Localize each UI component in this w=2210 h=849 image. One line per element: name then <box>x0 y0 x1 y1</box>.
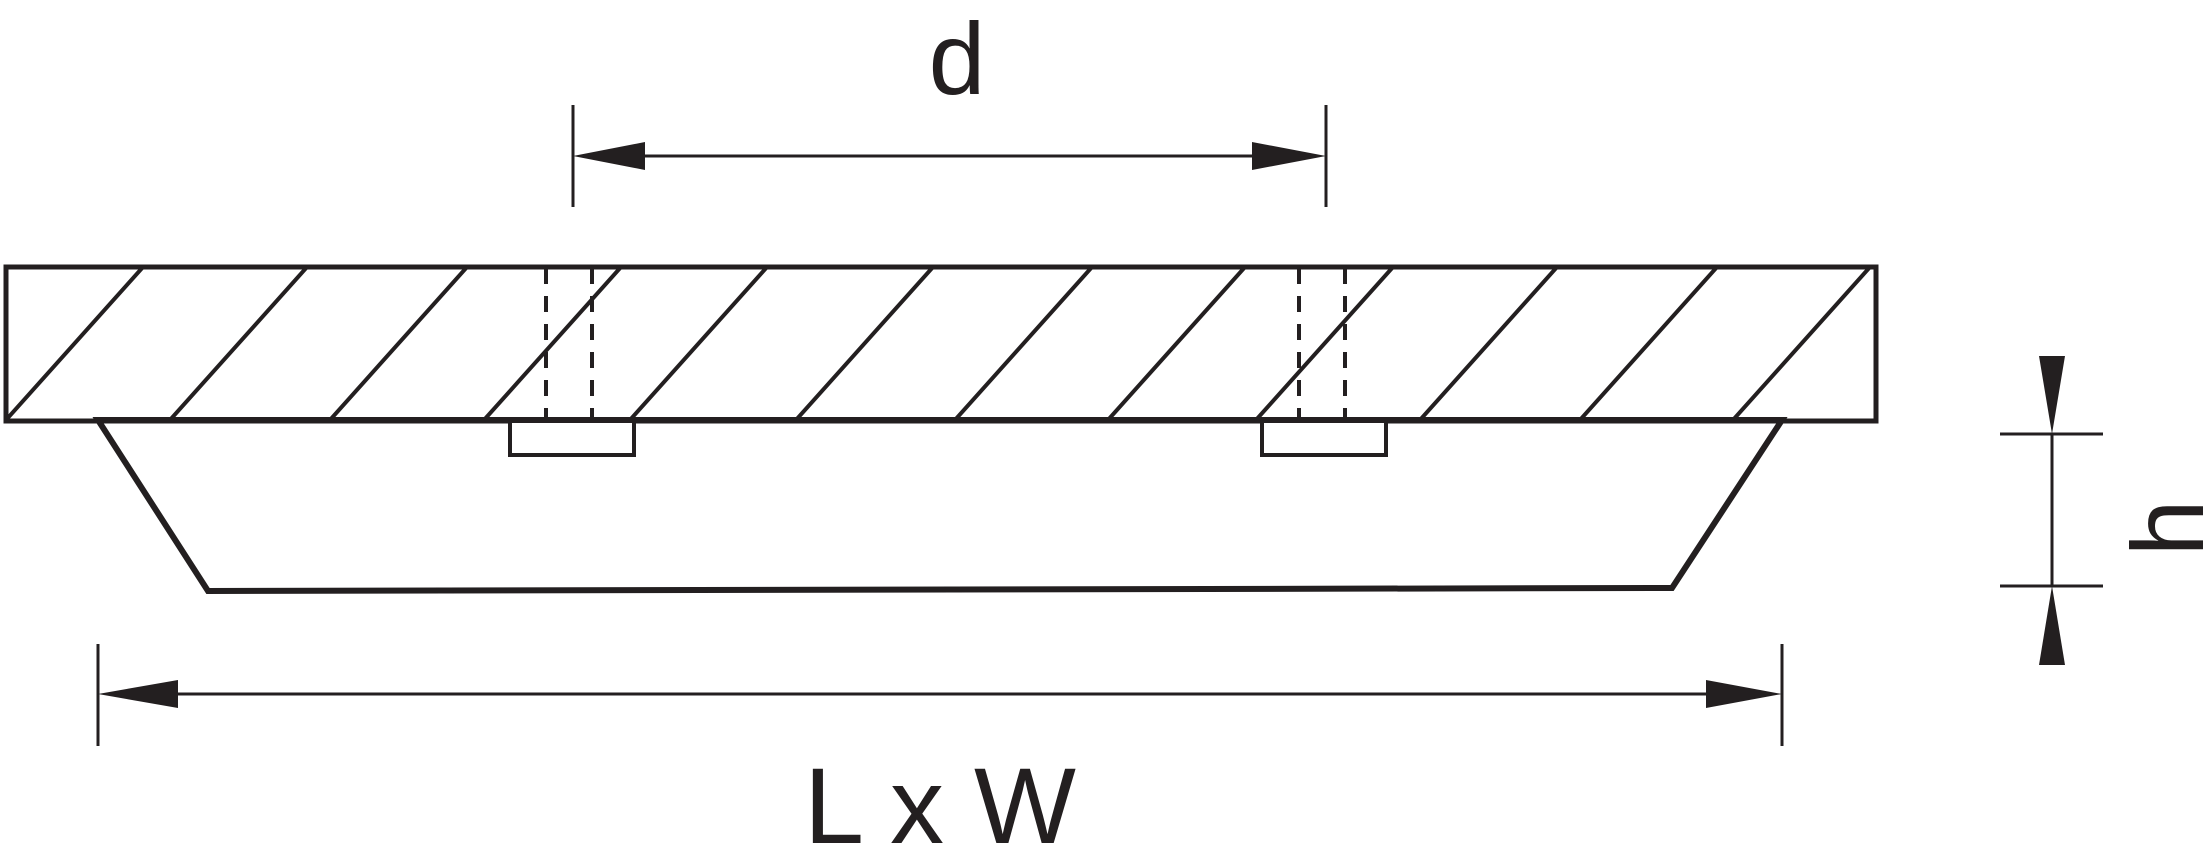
arrowhead-right <box>1252 142 1326 170</box>
diffuser-body <box>92 417 1788 595</box>
dimension-length-label: L x W <box>804 745 1076 849</box>
right-tab <box>1260 418 1388 457</box>
dimension-length <box>96 644 1784 746</box>
dimension-d <box>571 105 1328 207</box>
arrowhead-left <box>98 680 178 708</box>
fixing-holes <box>544 268 1347 420</box>
dimension-h-label: h <box>2111 500 2210 557</box>
mounting-tabs <box>508 418 1388 457</box>
arrowhead-left <box>573 142 645 170</box>
dimension-h <box>2000 356 2103 665</box>
mounting-plate <box>3 264 1879 424</box>
arrowhead-top <box>2039 356 2065 434</box>
arrowhead-right <box>1706 680 1782 708</box>
hatch-lines <box>6 267 1872 421</box>
arrowhead-bottom <box>2039 586 2065 665</box>
dimension-d-label: d <box>929 2 986 116</box>
left-tab <box>508 418 636 457</box>
